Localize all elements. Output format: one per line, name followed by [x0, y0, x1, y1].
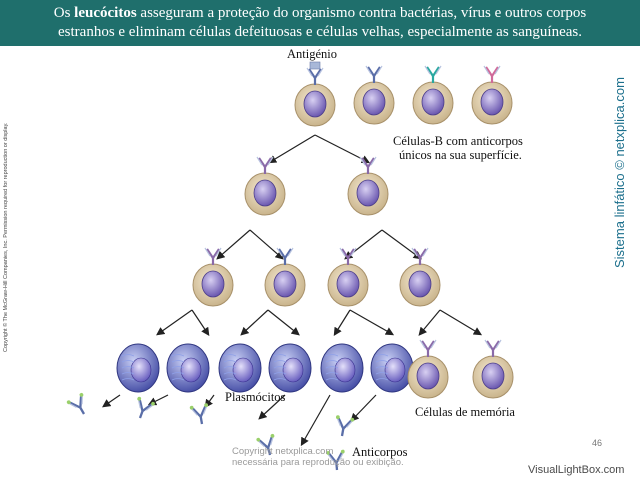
surface-antibody [484, 339, 502, 357]
surface-antibody [411, 247, 429, 265]
b-cell-row2-right [347, 156, 389, 216]
plasma-nucleus [384, 357, 406, 383]
arrow-split-3b-right [267, 309, 300, 336]
arrow-split-3a-left [156, 309, 193, 336]
plasma-cell-3 [218, 343, 262, 393]
arrow-secrete-5 [300, 394, 331, 447]
surface-antibody [483, 65, 501, 83]
arrow-split-1-left [267, 134, 316, 164]
arrow-split-3c-left [333, 309, 351, 337]
b-cell-row3-3 [327, 247, 369, 307]
arrow-split-2a-right [249, 229, 284, 260]
surface-antibody [276, 247, 294, 265]
plasma-nucleus [180, 357, 202, 383]
free-antibody-2 [137, 396, 155, 419]
cell-nucleus [273, 270, 297, 298]
surface-antibody [359, 156, 377, 174]
cell-nucleus [336, 270, 360, 298]
plasma-nucleus [130, 357, 152, 383]
watermark: Copyright netxplica.com necessária para … [232, 446, 404, 468]
cell-nucleus [480, 88, 504, 116]
free-antibody-4 [256, 433, 275, 456]
surface-antibody [365, 65, 383, 83]
plasma-cell-5 [320, 343, 364, 393]
b-cell-diagram [66, 61, 514, 471]
b-cell-2 [353, 65, 395, 125]
antigen-icon [309, 61, 321, 70]
b-cell-row2-left [244, 156, 286, 216]
arrow-split-2b-right [381, 229, 422, 260]
watermark-line-2: necessária para reprodução ou exibição. [232, 457, 404, 468]
plasma-cell-1 [116, 343, 160, 393]
arrow-split-3d-right [439, 309, 483, 336]
plasma-cell-4 [268, 343, 312, 393]
surface-antibody [256, 156, 274, 174]
arrow-split-3a-right [191, 309, 210, 336]
arrow-split-1-right [314, 134, 371, 164]
b-cell-row3-4 [399, 247, 441, 307]
copyright-notice: Copyright © The McGraw-Hill Companies, I… [3, 122, 9, 352]
arrow-secrete-1 [102, 394, 121, 408]
arrows-layer [102, 134, 483, 447]
memory-cells-label: Células de memória [415, 405, 515, 419]
bcells-label: Células-B com anticorpos únicos na sua s… [393, 134, 523, 162]
cell-nucleus [253, 179, 277, 207]
cell-nucleus [416, 362, 440, 390]
plasma-cell-6 [370, 343, 414, 393]
cell-nucleus [421, 88, 445, 116]
memory-cell-2 [472, 339, 514, 399]
arrow-split-2a-left [216, 229, 251, 260]
b-cell-row3-2 [264, 247, 306, 307]
cell-nucleus [356, 179, 380, 207]
antibody-layer [66, 392, 355, 471]
arrow-secrete-6 [350, 394, 377, 422]
free-antibody-3 [189, 403, 209, 425]
arrow-secrete-4 [258, 394, 286, 420]
antigen-label: Antigénio [287, 47, 337, 61]
cells-layer [116, 61, 514, 399]
side-label: Sistema linfático © netxplica.com [612, 77, 627, 268]
free-antibody-6 [326, 449, 345, 471]
arrow-split-3b-left [240, 309, 269, 336]
b-cell-3 [412, 65, 454, 125]
arrow-split-3d-left [418, 309, 441, 336]
watermark-line-1: Copyright netxplica.com [232, 446, 334, 457]
header-bold-term: leucócitos [74, 5, 137, 21]
header-line-2: estranhos e eliminam células defeituosas… [58, 24, 582, 40]
surface-antibody [419, 339, 437, 357]
plasma-nucleus [232, 357, 254, 383]
header-line-1: Os leucócitos asseguram a proteção do or… [53, 5, 587, 21]
b-cell-row3-1 [192, 247, 234, 307]
free-antibody-5 [335, 415, 355, 437]
bcells-label-line-1: Células-B com anticorpos [393, 134, 523, 148]
arrow-split-3c-right [349, 309, 395, 336]
b-cell-4 [471, 65, 513, 125]
cell-nucleus [481, 362, 505, 390]
memory-cell-1 [407, 339, 449, 399]
bcells-label-line-2: únicos na sua superfície. [399, 148, 522, 162]
plasma-cell-2 [166, 343, 210, 393]
free-antibody-1 [66, 392, 86, 415]
antibodies-label: Anticorpos [352, 445, 408, 459]
surface-antibody [339, 247, 357, 265]
cell-nucleus [303, 90, 327, 118]
cell-nucleus [408, 270, 432, 298]
footer-brand: VisualLightBox.com [528, 464, 625, 476]
surface-antibody [306, 67, 324, 85]
b-cell-activated [294, 67, 336, 127]
plasma-nucleus [282, 357, 304, 383]
plasma-cells-label: Plasmócitos [225, 390, 286, 404]
plasma-nucleus [334, 357, 356, 383]
cell-nucleus [201, 270, 225, 298]
page-number: 46 [592, 438, 603, 448]
cell-nucleus [362, 88, 386, 116]
surface-antibody [204, 247, 222, 265]
surface-antibody [424, 65, 442, 83]
header-banner: Os leucócitos asseguram a proteção do or… [0, 0, 640, 46]
